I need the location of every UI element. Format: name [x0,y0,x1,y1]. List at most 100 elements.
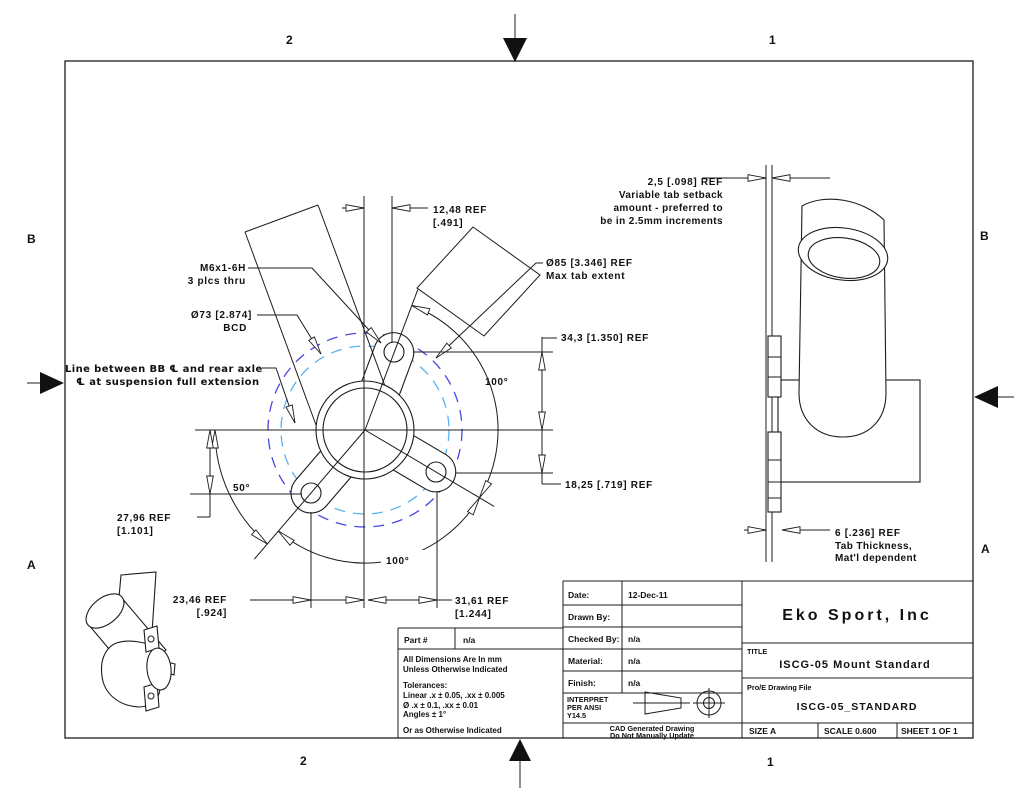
dim-27-96: 27,96 REF [1.101] [117,429,302,537]
cad-note-line1: CAD Generated Drawing [610,724,695,733]
date-label: Date: [568,590,589,600]
finish-value: n/a [628,678,641,688]
zone-marker-top-icon [503,14,527,62]
setback-note-line3: amount - preferred to [613,203,723,214]
title-block: Date: 12-Dec-11 Drawn By: Checked By: n/… [562,580,973,740]
dim-2-5-setback: 2,5 [.098] REF Variable tab setback amou… [600,174,830,227]
angle-bottom-label-bg [381,550,424,567]
interpret-line2: PER ANSI [567,703,601,712]
tolerance-otherwise: Or as Otherwise Indicated [403,726,502,735]
projection-symbol-icon [633,688,725,718]
part-notes-block: Part # n/a All Dimensions Are In mm Unle… [397,627,563,738]
sheet-border: 2 1 2 1 B A B A [27,14,1014,788]
tolerance-angles: Angles ± 1° [403,710,446,719]
dim-34-3-label: 34,3 [1.350] REF [561,333,649,344]
side-tube-bore-ellipse [807,237,881,279]
iso-tab-hole-lower [147,692,155,700]
dim-31-61-label: 31,61 REF [455,596,509,607]
bcd-sub-label: BCD [223,323,247,334]
angle-arc-left-50 [211,429,268,545]
max-tab-label: Ø85 [3.346] REF [546,258,633,269]
thread-callout: M6x1-6H 3 plcs thru [188,263,382,344]
part-number-label: Part # [404,635,428,645]
iscg-tab-stack-lower [767,431,782,513]
seat-tube-outline [244,204,386,426]
company-name: Eko Sport, Inc [782,607,932,624]
max-tab-sub-label: Max tab extent [546,271,625,282]
down-tube-outline [416,226,541,337]
zone-letter-left-lower: A [27,558,36,572]
interpret-line1: INTERPRET [567,695,609,704]
thickness-note-line2: Tab Thickness, [835,541,912,552]
setback-note-line4: be in 2.5mm increments [600,216,723,227]
tolerance-linear: Linear .x ± 0.05, .xx ± 0.005 [403,691,505,700]
zone-number-top-right: 1 [769,33,776,47]
checked-by-value: n/a [628,634,641,644]
zone-letter-right-lower: A [981,542,990,556]
sheet-count: SHEET 1 OF 1 [901,726,958,736]
iso-down-tube-end [85,593,125,629]
dim-27-96-inches: [1.101] [117,526,154,537]
dim-27-96-label: 27,96 REF [117,513,171,524]
dim-12-48-label: 12,48 REF [433,205,487,216]
dim-12-48: 12,48 REF [.491] [342,204,487,229]
zone-marker-left-icon [27,372,64,394]
zone-marker-bottom-icon [509,739,531,788]
drawing-file-name: ISCG-05_STANDARD [797,701,918,713]
front-view: 12,48 REF [.491] M6x1-6H 3 plcs thru Ø73… [65,196,653,620]
sheet-scale: SCALE 0.600 [824,726,877,736]
part-number-value: n/a [463,635,476,645]
date-value: 12-Dec-11 [628,590,668,600]
dim-12-48-inches: [.491] [433,218,463,229]
finish-label: Finish: [568,678,596,688]
isometric-view [85,571,176,712]
angle-top-right-label: 100° [485,377,508,388]
zone-letter-left-upper: B [27,232,36,246]
thread-places: 3 plcs thru [188,276,246,287]
cad-note-line2: Do Not Manually Update [610,731,694,740]
general-note-1: All Dimensions Are In mm [403,655,502,664]
interpret-line3: Y14.5 [567,711,586,720]
axle-note-line2: ℄ at suspension full extension [76,377,259,388]
zone-number-bottom-right: 1 [767,755,774,769]
zone-marker-right-icon [974,386,1014,408]
bcd-callout: Ø73 [2.874] BCD [191,310,322,355]
zone-letter-right-upper: B [980,229,989,243]
axle-line-callout: Line between BB ℄ and rear axle ℄ at sus… [65,364,296,424]
dim-34-3-and-18-25: 34,3 [1.350] REF 18,25 [.719] REF [413,333,653,491]
setback-dim-label: 2,5 [.098] REF [648,177,723,188]
iscg-tab-stack-upper [767,335,782,398]
side-view: 2,5 [.098] REF Variable tab setback amou… [600,165,921,564]
material-label: Material: [568,656,603,666]
iso-bb-face [146,647,172,691]
axle-note-line1: Line between BB ℄ and rear axle [65,364,263,375]
dim-23-46-inches: [.924] [197,608,227,619]
tolerance-heading: Tolerances: [403,681,447,690]
material-value: n/a [628,656,641,666]
checked-by-label: Checked By: [568,634,620,644]
zone-number-bottom-left: 2 [300,754,307,768]
general-note-2: Unless Otherwise Indicated [403,665,508,674]
thread-label: M6x1-6H [200,263,246,274]
drawn-by-label: Drawn By: [568,612,610,622]
setback-note-line2: Variable tab setback [619,190,723,201]
drawing-title: ISCG-05 Mount Standard [779,659,931,671]
dim-23-46-label: 23,46 REF [173,595,227,606]
file-label: Pro/E Drawing File [747,683,811,692]
tolerance-diameter: Ø .x ± 0.1, .xx ± 0.01 [403,701,479,710]
angle-bottom-label: 100° [386,556,409,567]
thickness-note-line3: Mat'l dependent [835,553,917,564]
zone-number-top-left: 2 [286,33,293,47]
dim-23-46-and-31-61: 23,46 REF [.924] 31,61 REF [1.244] [173,491,509,620]
sheet-size: SIZE A [749,726,776,736]
thickness-dim-label: 6 [.236] REF [835,528,901,539]
bcd-label: Ø73 [2.874] [191,310,252,321]
dim-18-25-label: 18,25 [.719] REF [565,480,653,491]
title-label: TITLE [747,647,767,656]
dim-6-thickness: 6 [.236] REF Tab Thickness, Mat'l depend… [744,526,917,564]
max-tab-callout: Ø85 [3.346] REF Max tab extent [435,258,633,359]
angle-arc-top-right [411,305,499,498]
iso-tab-hole-upper [147,635,155,643]
